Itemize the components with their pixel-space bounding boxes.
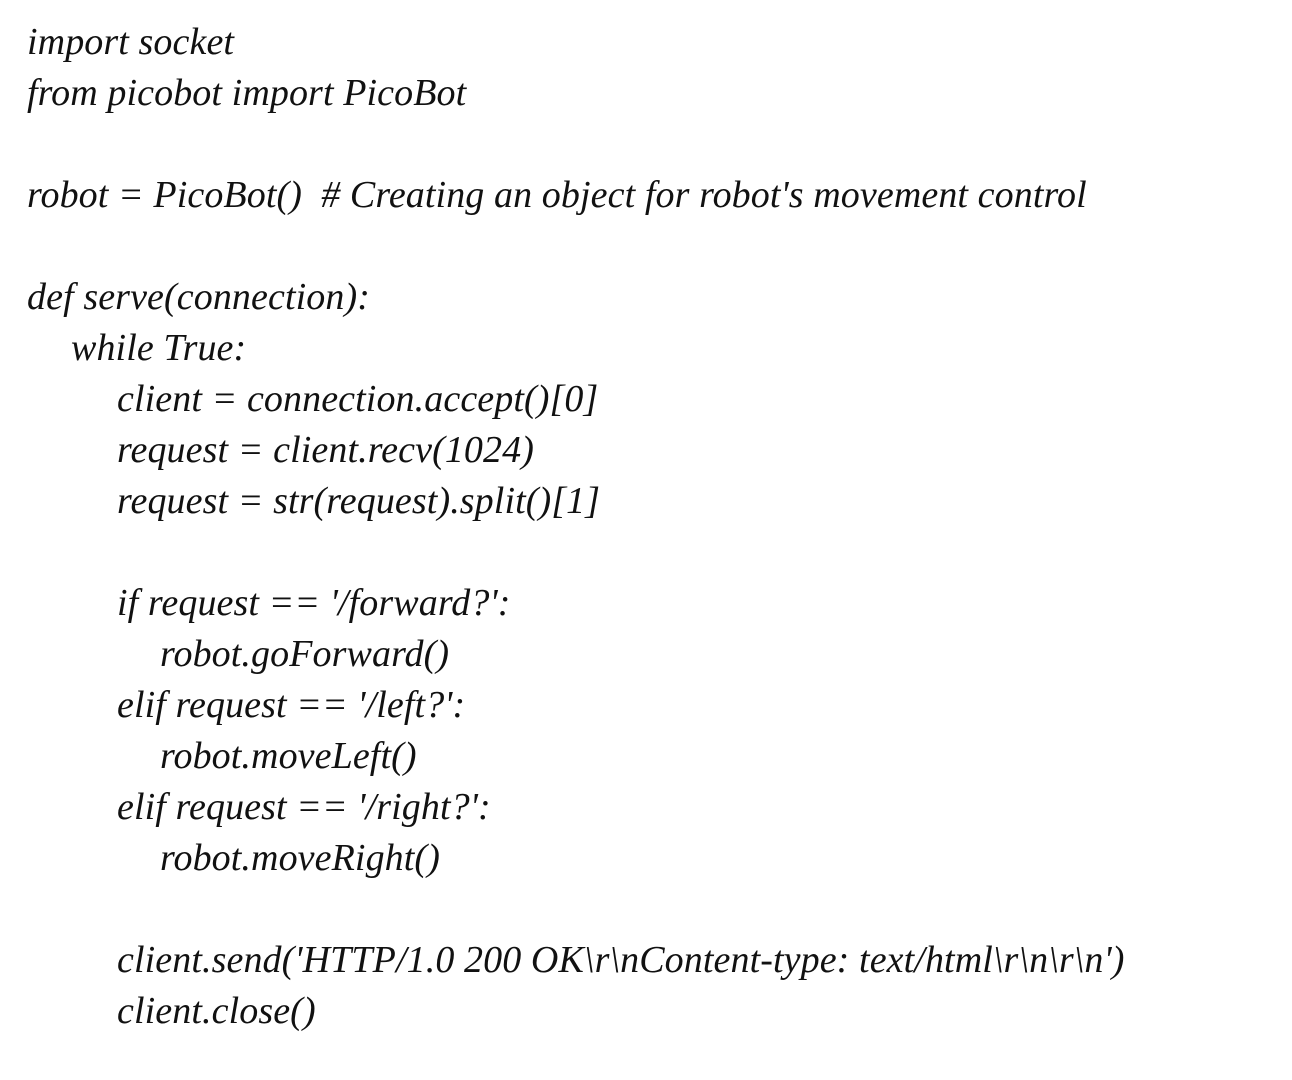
code-line: def serve(connection): (27, 276, 370, 318)
code-line: robot.moveRight() (160, 837, 440, 879)
code-blank-line (0, 119, 1292, 170)
code-line: robot = PicoBot() # Creating an object f… (27, 174, 1087, 216)
code-line: client.send('HTTP/1.0 200 OK\r\nContent-… (117, 939, 1125, 981)
code-line: robot.goForward() (160, 633, 450, 675)
code-line: from picobot import PicoBot (27, 72, 467, 114)
code-line: client = connection.accept()[0] (117, 378, 599, 420)
code-line: request = str(request).split()[1] (117, 480, 601, 522)
code-line: if request == '/forward?': (117, 582, 511, 624)
code-line: while True: (71, 327, 247, 369)
code-blank-line (0, 221, 1292, 272)
code-line: elif request == '/right?': (117, 786, 491, 828)
code-line: robot.moveLeft() (160, 735, 417, 777)
code-line: elif request == '/left?': (117, 684, 466, 726)
code-line: import socket (27, 21, 235, 63)
code-line: request = client.recv(1024) (117, 429, 534, 471)
code-blank-line (0, 884, 1292, 935)
code-line: client.close() (117, 990, 316, 1032)
code-listing: import socket from picobot import PicoBot… (0, 17, 1292, 1080)
code-blank-line (0, 527, 1292, 578)
